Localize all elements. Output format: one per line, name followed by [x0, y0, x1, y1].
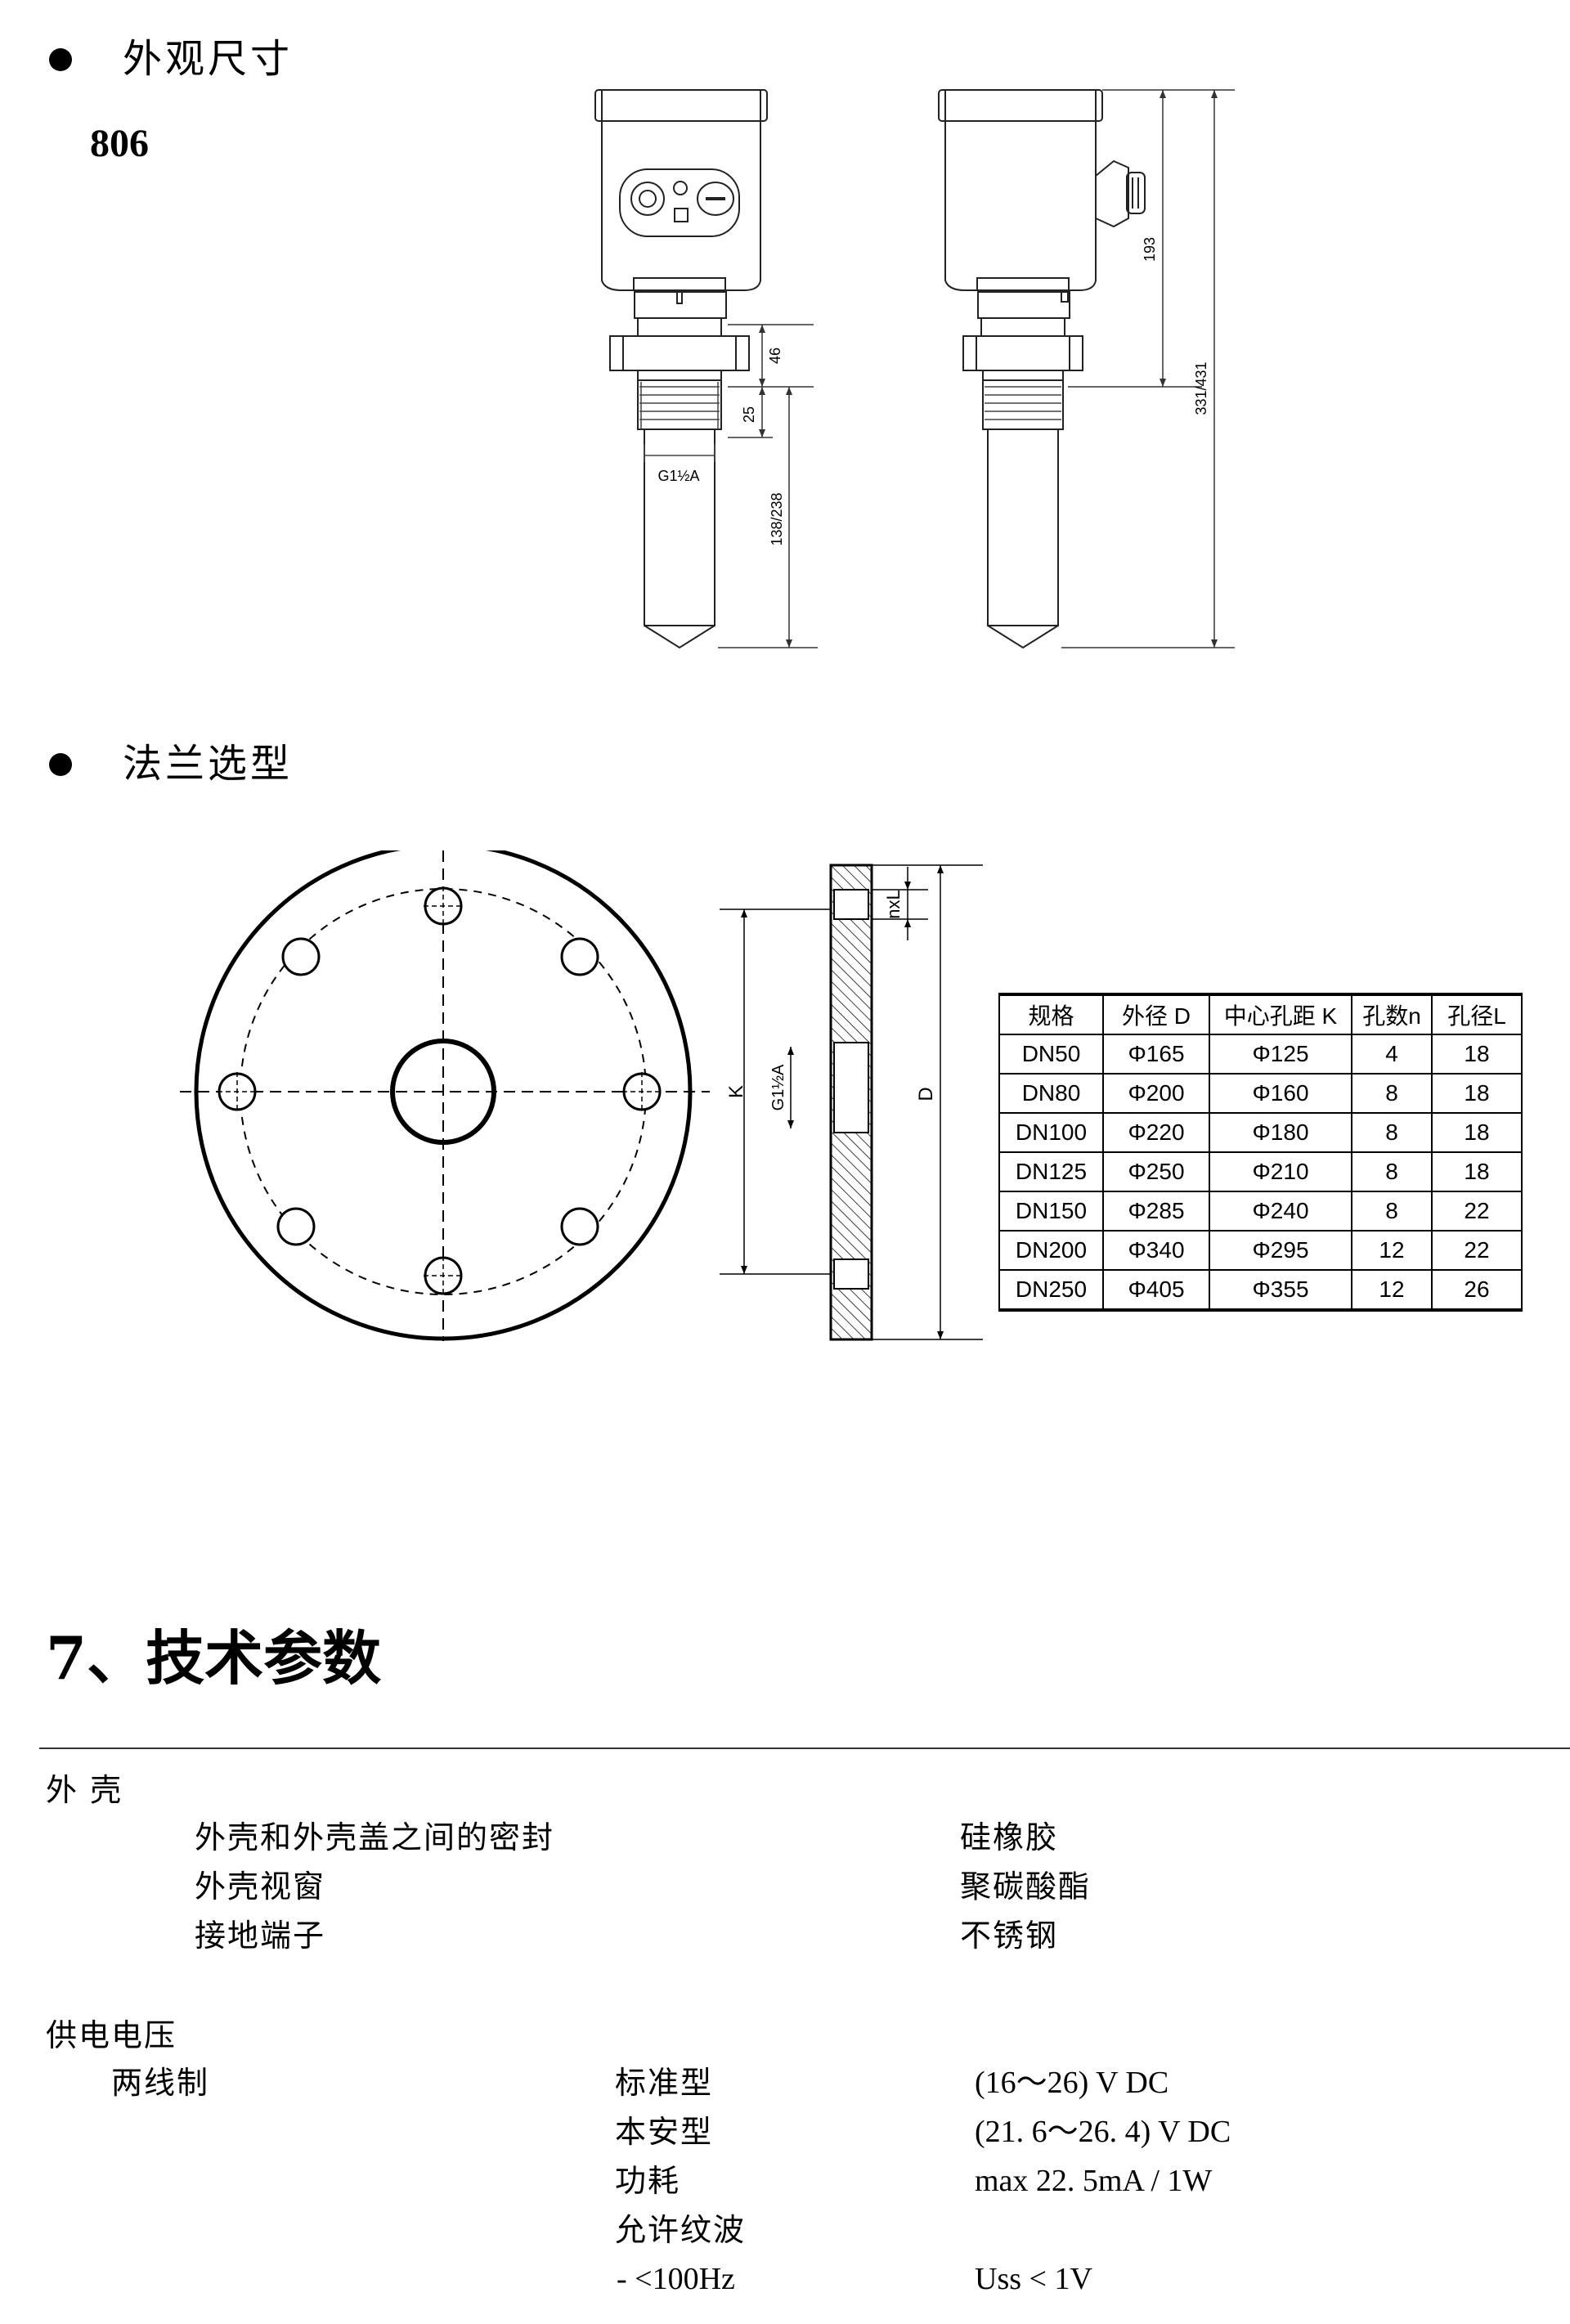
cell-spec: DN100 [998, 1112, 1104, 1153]
cell-center-k: Φ355 [1209, 1269, 1352, 1312]
table-row: DN100 Φ220 Φ180 8 18 [998, 1112, 1523, 1153]
col-header-center-k: 中心孔距 K [1209, 993, 1352, 1035]
cell-outer-d: Φ340 [1102, 1230, 1210, 1271]
power-item-name: 本安型 [615, 2114, 714, 2150]
cell-hole-count: 12 [1351, 1230, 1433, 1271]
flange-spec-table: 规格 外径 D 中心孔距 K 孔数n 孔径L DN50 Φ165 Φ125 4 … [998, 993, 1523, 1312]
power-item-value: (16～26) V DC [975, 2066, 1169, 2100]
cell-hole-dia: 22 [1431, 1191, 1523, 1232]
bullet-dims [49, 48, 72, 71]
cell-hole-count: 8 [1351, 1191, 1433, 1232]
label-k: K [725, 1085, 747, 1098]
cell-outer-d: Φ405 [1102, 1269, 1210, 1312]
section-title-tech-params: 7、技术参数 [46, 1623, 382, 1693]
label-d: D [915, 1087, 937, 1101]
housing-label: 外 壳 [46, 1772, 123, 1808]
table-row: DN250 Φ405 Φ355 12 26 [998, 1269, 1523, 1312]
cell-center-k: Φ240 [1209, 1191, 1352, 1232]
cell-outer-d: Φ165 [1102, 1034, 1210, 1075]
cell-center-k: Φ210 [1209, 1151, 1352, 1192]
table-row: DN125 Φ250 Φ210 8 18 [998, 1151, 1523, 1192]
housing-item-value: 聚碳酸酯 [960, 1869, 1092, 1905]
cell-hole-count: 8 [1351, 1073, 1433, 1114]
flange-top-view [180, 850, 710, 1341]
cell-hole-count: 8 [1351, 1112, 1433, 1153]
cell-hole-dia: 18 [1431, 1112, 1523, 1153]
power-item-name-ripple: - <100Hz [617, 2262, 735, 2296]
cell-center-k: Φ180 [1209, 1112, 1352, 1153]
cell-hole-dia: 22 [1431, 1230, 1523, 1271]
power-item-value: Uss < 1V [975, 2262, 1092, 2296]
cell-hole-dia: 26 [1431, 1269, 1523, 1312]
col-header-outer-d: 外径 D [1102, 993, 1210, 1035]
cell-center-k: Φ295 [1209, 1230, 1352, 1271]
bullet-flange [49, 753, 72, 776]
thread-label-front: G1½A [657, 468, 699, 484]
cell-center-k: Φ160 [1209, 1073, 1352, 1114]
table-header-row: 规格 外径 D 中心孔距 K 孔数n 孔径L [998, 993, 1523, 1035]
flange-section-view: K G1½A D nxL [720, 864, 983, 1341]
cell-outer-d: Φ285 [1102, 1191, 1210, 1232]
cell-spec: DN200 [998, 1230, 1104, 1271]
model-number: 806 [90, 122, 149, 165]
table-row: DN150 Φ285 Φ240 8 22 [998, 1191, 1523, 1232]
dim-138-238: 138/238 [769, 492, 785, 545]
cell-hole-count: 4 [1351, 1034, 1433, 1075]
cell-hole-dia: 18 [1431, 1034, 1523, 1075]
dim-331-431: 331/431 [1193, 361, 1209, 415]
cell-spec: DN250 [998, 1269, 1104, 1312]
section-divider [39, 1747, 1570, 1749]
dim-193: 193 [1142, 237, 1158, 262]
label-g-thread: G1½A [769, 1064, 787, 1110]
cell-hole-count: 8 [1351, 1151, 1433, 1192]
table-row: DN80 Φ200 Φ160 8 18 [998, 1073, 1523, 1114]
cell-hole-dia: 18 [1431, 1151, 1523, 1192]
cell-center-k: Φ125 [1209, 1034, 1352, 1075]
col-header-spec: 规格 [998, 993, 1104, 1035]
cell-outer-d: Φ250 [1102, 1151, 1210, 1192]
section-heading-flange: 法兰选型 [123, 741, 294, 787]
cell-outer-d: Φ220 [1102, 1112, 1210, 1153]
power-item-name: 允许纹波 [615, 2212, 747, 2248]
cell-outer-d: Φ200 [1102, 1073, 1210, 1114]
cell-spec: DN80 [998, 1073, 1104, 1114]
sensor-side-drawing: 193 331/431 [938, 89, 1235, 649]
power-label: 供电电压 [46, 2017, 177, 2053]
cell-spec: DN125 [998, 1151, 1104, 1192]
housing-item-name: 外壳视窗 [195, 1869, 326, 1905]
housing-item-value: 不锈钢 [960, 1918, 1059, 1954]
section-heading-dimensions: 外观尺寸 [123, 36, 294, 82]
label-nxl: nxL [883, 890, 904, 918]
power-item-name: 功耗 [615, 2163, 681, 2199]
table-row: DN50 Φ165 Φ125 4 18 [998, 1034, 1523, 1075]
power-sub-label: 两线制 [111, 2065, 210, 2101]
cell-spec: DN150 [998, 1191, 1104, 1232]
col-header-hole-dia: 孔径L [1431, 993, 1523, 1035]
cell-hole-dia: 18 [1431, 1073, 1523, 1114]
power-item-name: 标准型 [615, 2065, 714, 2101]
col-header-hole-count: 孔数n [1351, 993, 1433, 1035]
table-row: DN200 Φ340 Φ295 12 22 [998, 1230, 1523, 1271]
housing-item-name: 接地端子 [195, 1918, 326, 1954]
dim-25: 25 [741, 406, 757, 423]
power-item-value: (21. 6～26. 4) V DC [975, 2115, 1231, 2149]
cell-spec: DN50 [998, 1034, 1104, 1075]
dim-46: 46 [767, 348, 783, 364]
housing-item-name: 外壳和外壳盖之间的密封 [195, 1819, 555, 1855]
power-item-value: max 22. 5mA / 1W [975, 2164, 1213, 2198]
housing-item-value: 硅橡胶 [960, 1819, 1059, 1855]
cell-hole-count: 12 [1351, 1269, 1433, 1312]
sensor-front-drawing: 46 25 138/238 G1½A [594, 89, 818, 649]
